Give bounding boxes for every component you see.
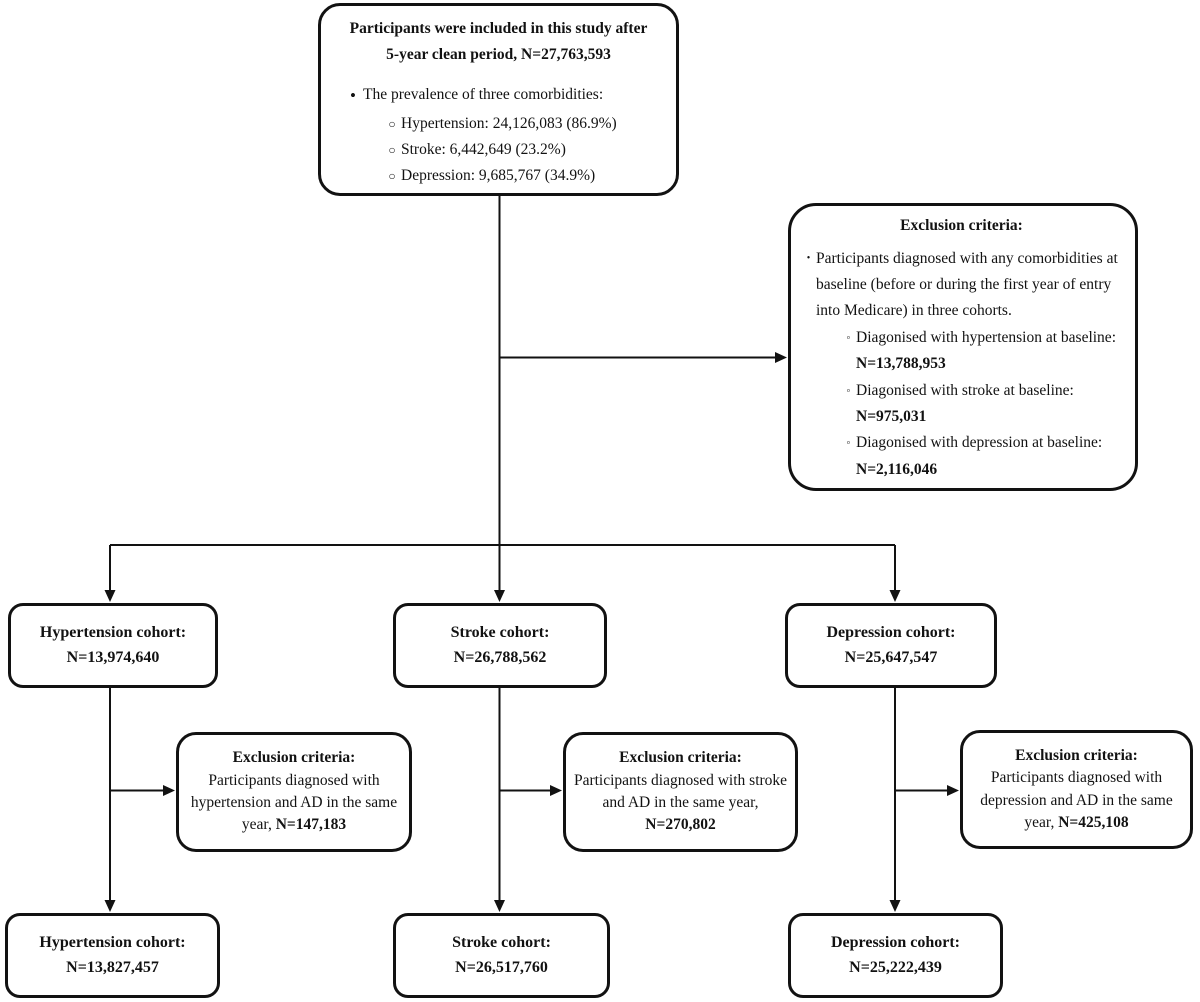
bullet-dot-icon: • [806, 252, 811, 264]
cohort-n: N=13,827,457 [66, 958, 159, 976]
prevalence-item-depression: ○ Depression: 9,685,767 (34.9%) [383, 163, 670, 189]
box-main-exclusion-criteria: Exclusion criteria: • Participants diagn… [788, 203, 1138, 491]
bullet-circle-icon: ○ [388, 116, 396, 131]
exclusion-n-value: N=270,802 [645, 816, 716, 834]
exclusion-title: Exclusion criteria: [619, 749, 742, 767]
prevalence-item-hypertension: ○ Hypertension: 24,126,083 (86.9%) [383, 111, 670, 137]
exclusion-title: Exclusion criteria: [232, 749, 356, 767]
bullet-circle-icon: ○ [388, 169, 396, 184]
exclusion-n-value: N=147,183 [275, 816, 347, 834]
arrow-down-icon [494, 900, 505, 912]
item-text: Stroke: 6,442,649 (23.2%) [401, 140, 566, 158]
arrow-down-icon [104, 900, 116, 912]
box-exclusion-depression: Exclusion criteria: Participants diagnos… [960, 730, 1193, 849]
item-text: Diagonised with depression at baseline: … [856, 434, 1103, 478]
box-study-population: Participants were included in this study… [318, 3, 679, 196]
baseline-item-stroke: ◦ Diagonised with stroke at baseline: N=… [841, 378, 1122, 431]
cohort-title: Hypertension cohort: [39, 933, 186, 951]
bullet-disc-icon: • [350, 85, 356, 105]
exclusion-title: Exclusion criteria: [1015, 746, 1138, 764]
arrow-down-icon [494, 590, 505, 602]
cohort-title: Stroke cohort: [452, 933, 551, 951]
item-n-value: N=2,116,046 [856, 460, 938, 478]
cohort-n: N=25,647,547 [844, 648, 938, 666]
item-n-value: N=13,788,953 [856, 355, 946, 373]
study-population-title: Participants were included in this study… [327, 16, 670, 69]
box-exclusion-stroke: Exclusion criteria: Participants diagnos… [563, 732, 798, 852]
title-line: Participants were included in this study… [349, 20, 648, 37]
cohort-title: Stroke cohort: [450, 623, 550, 641]
arrow-right-icon [163, 785, 175, 796]
title-line: 5-year clean period, N=27,763,593 [386, 46, 611, 64]
bullet-text: Participants diagnosed with any comorbid… [816, 249, 1118, 320]
prevalence-bullet: • The prevalence of three comorbidities: [343, 82, 670, 111]
arrowheads [104, 352, 959, 912]
cohort-title: Depression cohort: [830, 933, 961, 951]
box-final-depression-cohort: Depression cohort: N=25,222,439 [788, 913, 1003, 998]
item-text: Hypertension: 24,126,083 (86.9%) [401, 114, 617, 132]
arrow-down-icon [889, 900, 901, 912]
bullet-text: The prevalence of three comorbidities: [363, 85, 604, 103]
bullet-circle-icon: ○ [388, 142, 396, 157]
arrow-down-icon [889, 590, 901, 602]
exclusion-text: Participants diagnosed with stroke and A… [573, 771, 788, 834]
cohort-n: N=25,222,439 [849, 958, 942, 976]
baseline-item-hypertension: ◦ Diagonised with hypertension at baseli… [841, 325, 1122, 378]
exclusion-title: Exclusion criteria: [900, 217, 1023, 234]
exclusion-text: Participants diagnosed with hypertension… [190, 771, 398, 834]
arrow-right-icon [550, 785, 562, 796]
exclusion-main-bullet: • Participants diagnosed with any comorb… [801, 246, 1122, 325]
cohort-n: N=13,974,640 [66, 648, 160, 666]
bullet-circle-icon: ◦ [846, 331, 851, 344]
prevalence-item-stroke: ○ Stroke: 6,442,649 (23.2%) [383, 137, 670, 163]
baseline-item-depression: ◦ Diagonised with depression at baseline… [841, 430, 1122, 483]
item-n-value: N=975,031 [856, 407, 927, 425]
arrow-down-icon [104, 590, 116, 602]
bullet-circle-icon: ◦ [846, 384, 851, 397]
box-final-hypertension-cohort: Hypertension cohort: N=13,827,457 [5, 913, 220, 998]
exclusion-text: Participants diagnosed with depression a… [980, 769, 1173, 831]
connector-lines [109, 196, 953, 908]
box-exclusion-hypertension: Exclusion criteria: Participants diagnos… [176, 732, 412, 852]
cohort-n: N=26,788,562 [453, 648, 547, 666]
exclusion-n-value: N=425,108 [1058, 813, 1129, 831]
cohort-n: N=26,517,760 [455, 958, 548, 976]
item-text: Diagonised with stroke at baseline: N=97… [856, 381, 1074, 425]
box-final-stroke-cohort: Stroke cohort: N=26,517,760 [393, 913, 610, 998]
box-stroke-cohort: Stroke cohort: N=26,788,562 [393, 603, 607, 688]
cohort-title: Hypertension cohort: [39, 623, 187, 641]
cohort-title: Depression cohort: [826, 623, 956, 641]
bullet-circle-icon: ◦ [846, 437, 851, 450]
arrow-right-icon [775, 352, 787, 363]
item-text: Depression: 9,685,767 (34.9%) [401, 167, 596, 185]
arrow-right-icon [947, 785, 959, 796]
item-text: Diagonised with hypertension at baseline… [856, 328, 1116, 373]
box-hypertension-cohort: Hypertension cohort: N=13,974,640 [8, 603, 218, 688]
box-depression-cohort: Depression cohort: N=25,647,547 [785, 603, 997, 688]
